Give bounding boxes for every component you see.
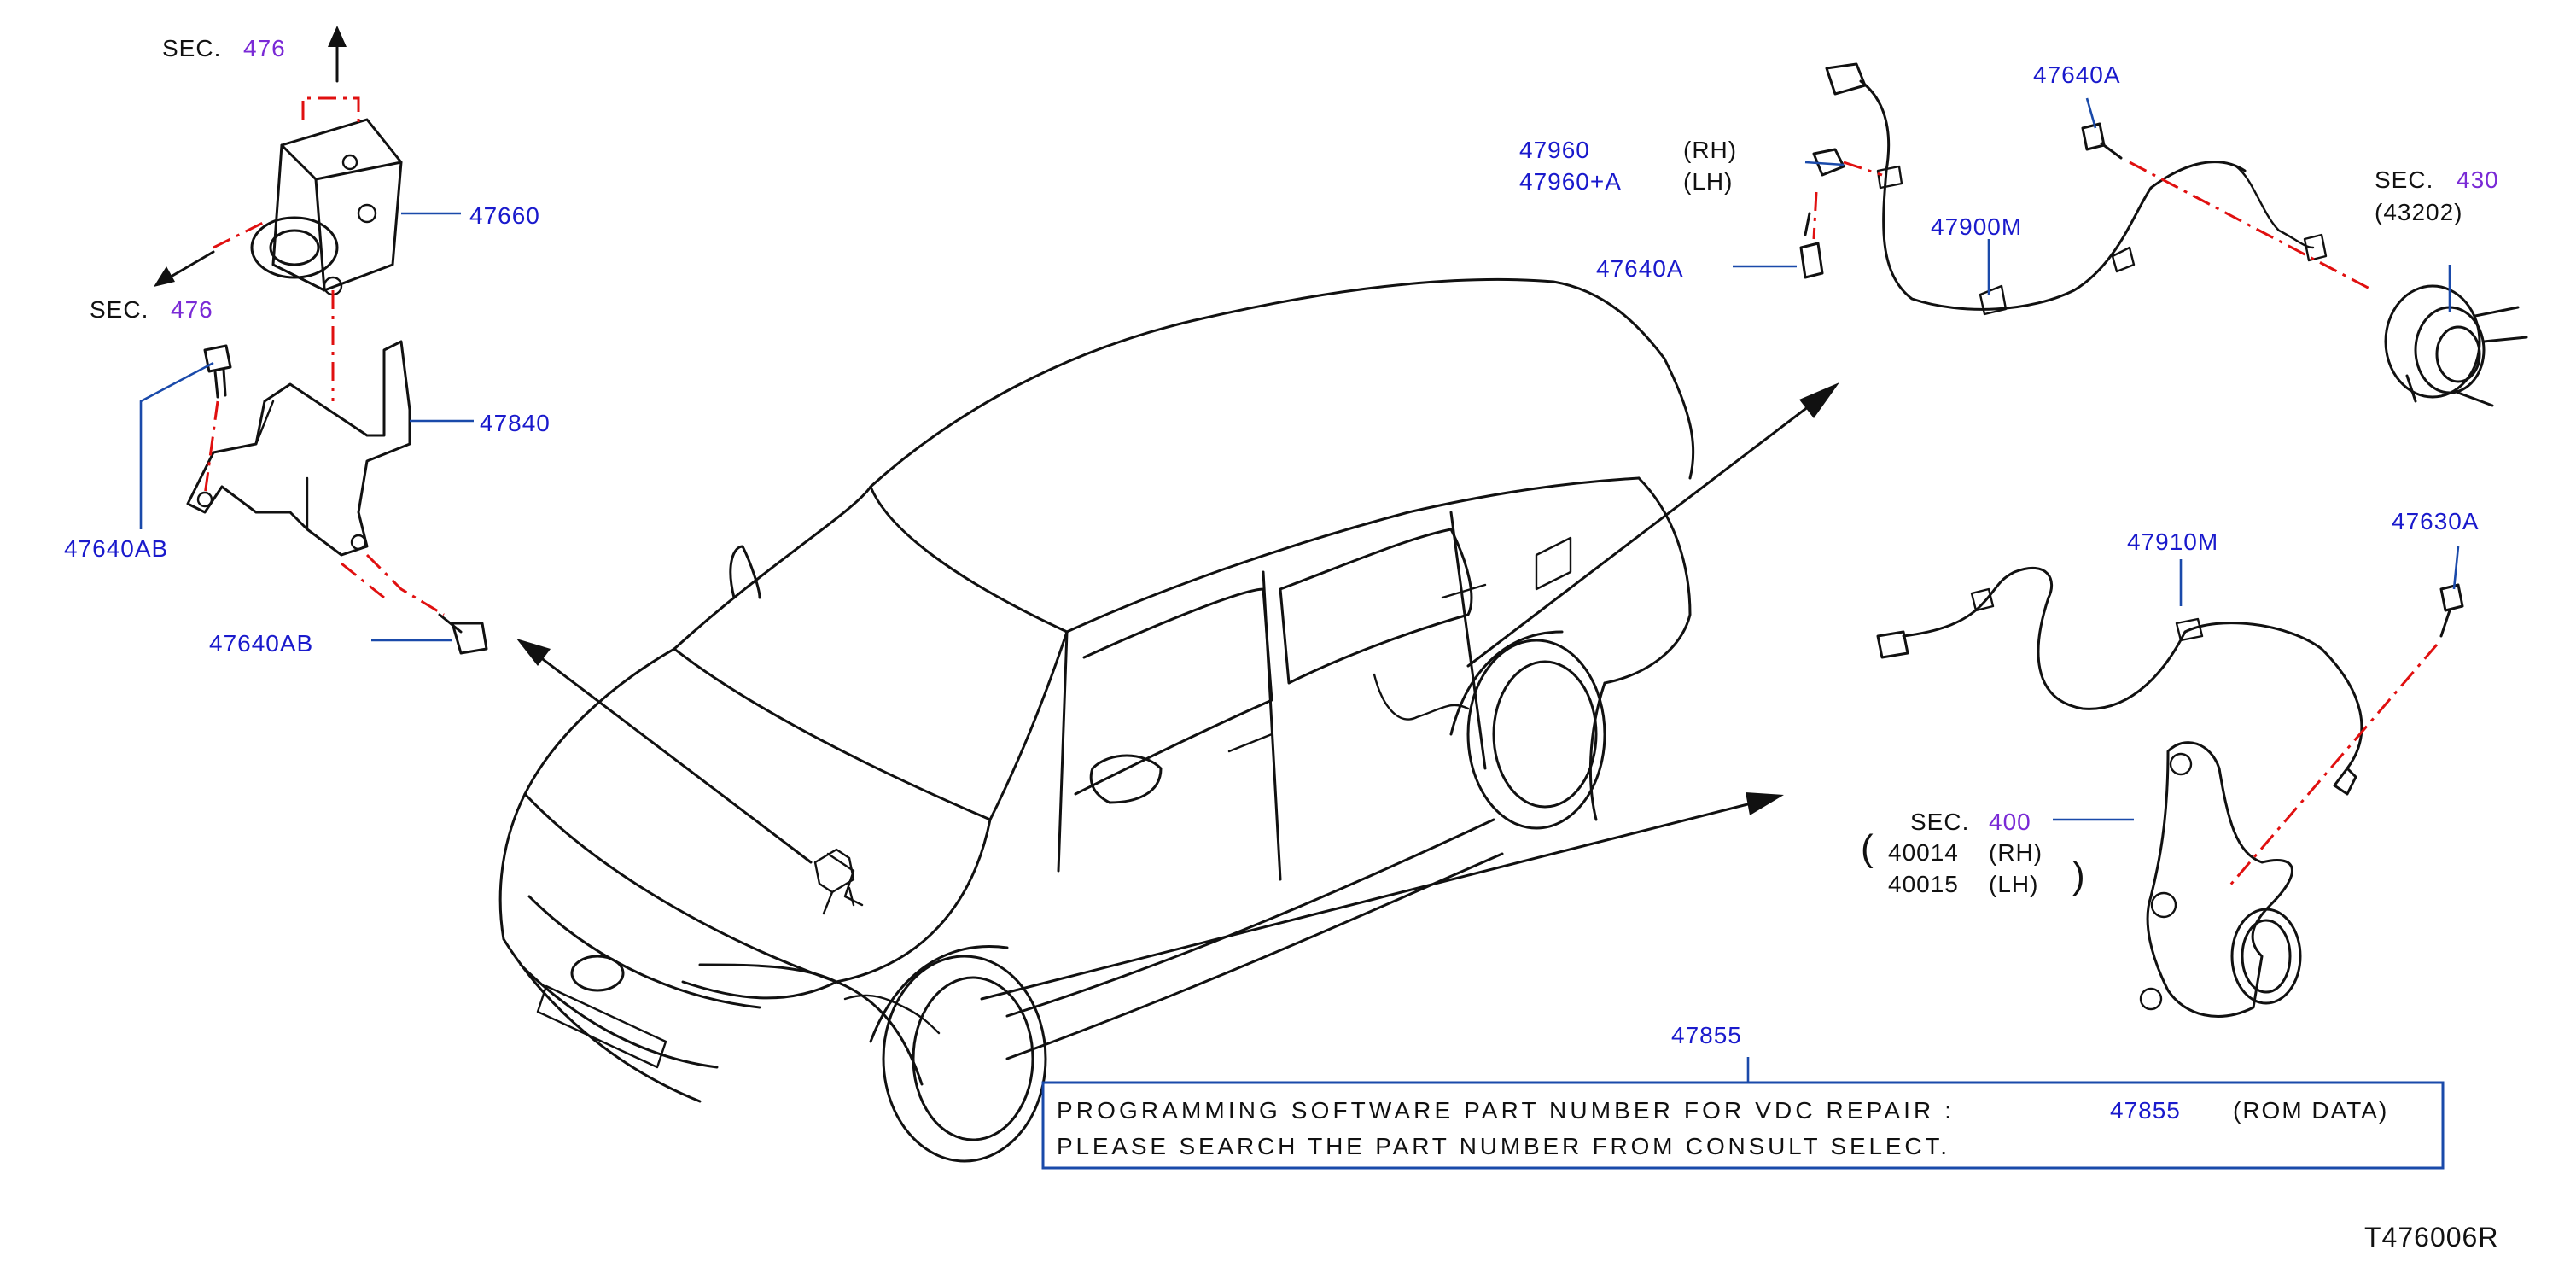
knuckle-rh-number: 40014 [1888,839,1959,866]
part-47840-label: 47840 [480,410,551,436]
abs-left-sec-label: SEC. [90,296,149,323]
part-47960-label: 47960 [1519,137,1590,163]
rear-sensor-illustration [1876,566,2464,1018]
part-47855-label: 47855 [1671,1022,1742,1048]
leader-lines [139,97,2460,1083]
lh-tag-47960A: (LH) [1683,168,1733,195]
bolt-47640AB-upper [203,344,232,496]
part-47630A-label: 47630A [2392,508,2480,534]
part-47640A-left-label: 47640A [1596,255,1684,282]
note-line1-suffix: (ROM DATA) [2233,1097,2388,1124]
note-line1-text: PROGRAMMING SOFTWARE PART NUMBER FOR VDC… [1057,1097,1953,1124]
hub-sec-label: SEC. [2375,166,2433,193]
knuckle-sec-number: 400 [1989,809,2031,835]
abs-top-sec-number: 476 [243,35,286,61]
abs-top-sec-label: SEC. [162,35,221,61]
part-47660-label: 47660 [469,202,540,229]
hub-sec-number: 430 [2457,166,2499,193]
part-47640AB-upper-label: 47640AB [64,535,168,562]
abs-actuator-illustration [154,26,403,401]
part-47960A-label: 47960+A [1519,168,1622,195]
part-47640AB-lower-label: 47640AB [209,630,313,657]
part-47910M-label: 47910M [2127,528,2218,555]
bolt-47640AB-lower [341,553,488,655]
knuckle-bracket-close: ) [2072,855,2086,896]
note-line2-text: PLEASE SEARCH THE PART NUMBER FROM CONSU… [1057,1133,1949,1159]
abs-left-sec-number: 476 [171,296,213,323]
callout-arrows [516,382,1839,1001]
diagram-code: T476006R [2364,1222,2498,1252]
part-47640A-top-label: 47640A [2033,61,2121,88]
note-line1-part: 47855 [2110,1097,2181,1124]
knuckle-sec-label: SEC. [1910,809,1969,835]
hub-part-number: (43202) [2375,199,2463,225]
front-sensor-illustration [1799,62,2528,407]
abs-in-car-illustration [813,848,855,915]
vdc-note-box [1041,1081,2445,1170]
knuckle-lh-number: 40015 [1888,871,1959,897]
car-illustration [498,277,1695,1163]
knuckle-lh-tag: (LH) [1989,871,2038,897]
rh-tag-47960: (RH) [1683,137,1737,163]
bracket-illustration [186,340,411,557]
knuckle-rh-tag: (RH) [1989,839,2043,866]
part-47900M-label: 47900M [1931,213,2022,240]
knuckle-bracket-open: ( [1861,827,1874,869]
